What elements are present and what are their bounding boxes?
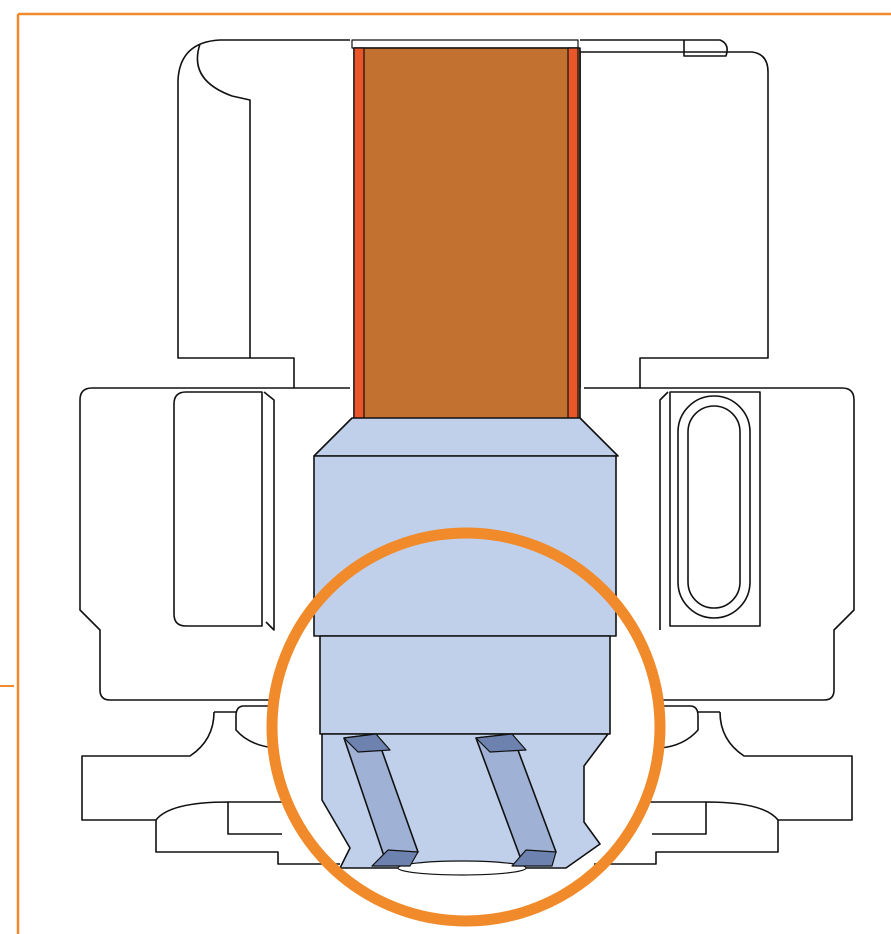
housing-left-window-edge	[263, 391, 275, 631]
housing-left-flange	[81, 711, 340, 865]
housing-left-window	[173, 391, 263, 627]
housing-right-step	[652, 801, 779, 835]
housing-left-step	[155, 801, 282, 835]
housing-left-upper-curve	[196, 43, 251, 358]
housing-left-lower	[235, 705, 277, 749]
housing-right-flange	[594, 711, 853, 865]
housing-right-mid	[640, 387, 855, 701]
cutter-upper-block	[313, 455, 617, 637]
shank	[351, 39, 581, 421]
housing-right-lower	[659, 705, 699, 749]
housing-left	[79, 39, 350, 865]
cutter-tip-hole	[397, 860, 527, 876]
shank-edge-right	[567, 47, 579, 421]
cutting-insert-right	[475, 733, 557, 867]
housing-right	[579, 39, 855, 865]
insert-right-top	[475, 733, 527, 753]
housing-right-window-outer	[669, 391, 761, 627]
cutting-insert-left	[343, 733, 419, 867]
outer-frame	[0, 12, 891, 934]
insert-left-top	[343, 733, 391, 753]
housing-right-slot-inner	[687, 405, 741, 609]
housing-right-slot-outer	[677, 395, 751, 619]
housing-left-upper	[177, 39, 350, 389]
insert-left-tip	[371, 849, 419, 867]
housing-right-window-edge	[659, 391, 669, 630]
insert-right-tip	[511, 849, 557, 867]
housing-right-upper	[580, 39, 769, 389]
shank-edge-left	[353, 47, 365, 421]
cutter-body	[313, 417, 619, 876]
cutter-lower-block	[319, 635, 611, 735]
shank-body	[353, 47, 581, 421]
housing-left-mid	[79, 387, 294, 701]
cutter-chamfer	[313, 417, 619, 457]
detail-callout-circle	[266, 527, 666, 927]
shank-top-cap	[351, 39, 579, 49]
